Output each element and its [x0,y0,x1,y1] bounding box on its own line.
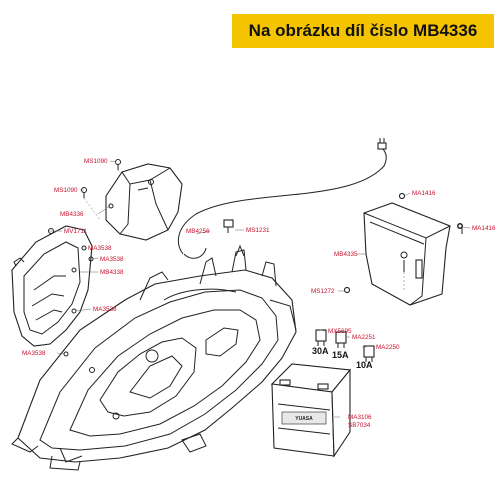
fuse-label-30a: 30A [312,346,329,356]
battery-ma3106: YUASA [270,363,352,458]
fastener-ma1416-a [399,193,405,199]
clip-ms1231 [223,219,234,233]
fuse-label-15a: 15A [332,350,349,360]
label-mb4338: MB4338 [100,269,124,276]
label-mv1711: MV1711 [64,228,87,235]
label-ms1090-a: MS1090 [84,158,108,165]
battery-brand: YUASA [295,416,313,422]
label-ms1231: MS1231 [246,227,270,234]
fuse-15a [335,331,347,348]
side-panel-mb4338 [11,225,93,347]
label-ma2251: MA2251 [352,334,376,341]
part-number-banner: Na obrázku díl číslo MB4336 [232,14,494,48]
label-ma3538-c: MA3538 [93,306,117,313]
battery-box-mb4335 [344,193,463,306]
screw-ms1090-a [115,159,121,170]
label-ms1090-b: MS1090 [54,187,78,194]
electrical-cover-mb4336 [105,163,183,241]
label-sb7034: SB7034 [348,422,371,429]
label-mb4256: MB4256 [186,228,210,235]
underseat-storage-tub [11,244,297,471]
label-ma3538-b: MA3538 [100,256,124,263]
label-ma3538-a: MA3538 [88,245,112,252]
label-ma3106: MA3106 [348,414,372,421]
label-ma1416-b: MA1416 [472,225,496,232]
screw-ms1090-b [81,187,87,198]
label-ma1416-a: MA1416 [412,190,436,197]
fastener-ma1416-b [457,223,463,229]
fuse-label-10a: 10A [356,360,373,370]
label-mb4336: MB4336 [60,211,84,218]
label-ma3538-d: MA3538 [22,350,46,357]
screw-ms1272 [344,287,350,293]
label-ms1272: MS1272 [311,288,335,295]
label-mb4335: MB4335 [334,251,358,258]
fuse-10a [363,345,375,362]
label-ma2250: MA2250 [376,344,400,351]
fuse-30a [315,329,327,346]
label-mx5695: MX5695 [328,328,352,335]
wire-harness-mb4256 [177,138,387,259]
banner-text: Na obrázku díl číslo MB4336 [248,21,478,40]
